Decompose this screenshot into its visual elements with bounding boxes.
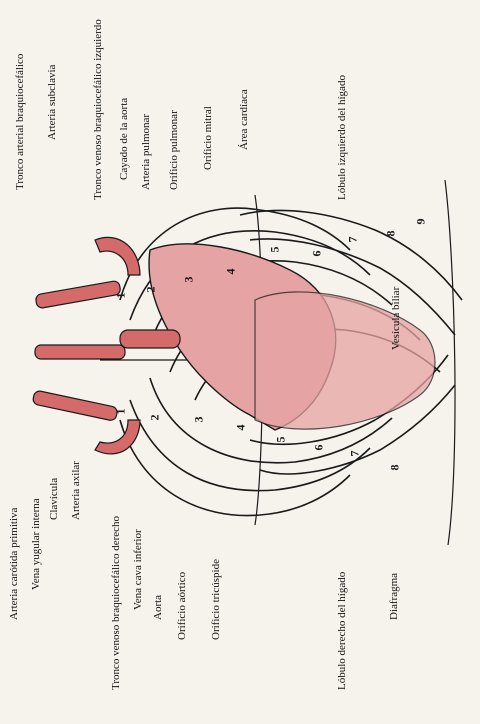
rib-number-upper-7: 7	[346, 237, 361, 243]
rib-number-lower-5: 5	[274, 437, 289, 443]
label-lobulo-izquierdo-higado: Lóbulo izquierdo del hígado	[336, 75, 348, 200]
label-tronco-arterial-braquiocefalico: Tronco arterial braquiocefálico	[14, 54, 26, 190]
costal-margin	[445, 180, 455, 545]
vessel	[35, 280, 121, 309]
vessel	[32, 390, 118, 421]
label-arteria-carotida-primitiva: Arteria carótida primitiva	[8, 508, 20, 620]
rib-number-upper-5: 5	[268, 247, 283, 253]
rib-number-lower-3: 3	[192, 417, 207, 423]
rib-number-lower-4: 4	[234, 425, 249, 431]
rib-number-lower-7: 7	[348, 451, 363, 457]
label-arteria-axilar: Arteria axilar	[70, 461, 82, 520]
label-diafragma: Diafragma	[388, 573, 400, 620]
label-orificio-aortico: Orificio aórtico	[176, 572, 188, 640]
label-orificio-mitral: Orificio mitral	[202, 106, 214, 170]
rib-number-upper-3: 3	[182, 277, 197, 283]
aorta-vessel	[120, 330, 180, 348]
rib-number-upper-1: 1	[114, 293, 129, 299]
vessel	[95, 237, 140, 275]
label-vena-cava-inferior: Vena cava inferior	[132, 529, 144, 610]
label-tronco-venoso-izquierdo: Tronco venoso braquiocefálico izquierdo	[92, 19, 104, 200]
rib-number-lower-6: 6	[312, 445, 327, 451]
rib-number-upper-6: 6	[310, 251, 325, 257]
rib-number-upper-2: 2	[144, 287, 159, 293]
liver	[255, 292, 435, 429]
rib-number-lower-8: 8	[388, 465, 403, 471]
rib-number-upper-9: 9	[414, 219, 429, 225]
rib-number-lower-2: 2	[148, 415, 163, 421]
vessel	[35, 345, 125, 359]
rib-number-lower-1: 1	[114, 409, 129, 415]
label-lobulo-derecho-higado: Lóbulo derecho del hígado	[336, 572, 348, 690]
label-area-cardiaca: Área cardíaca	[238, 89, 250, 150]
label-clavicula: Clavícula	[48, 478, 60, 520]
label-arteria-subclavia: Arteria subclavia	[46, 65, 58, 140]
label-vena-yugular-interna: Vena yugular interna	[30, 498, 42, 590]
label-tronco-venoso-derecho: Tronco venoso braquiocefálico derecho	[110, 516, 122, 690]
label-arteria-pulmonar: Arteria pulmonar	[140, 114, 152, 190]
label-cayado-aorta: Cayado de la aorta	[118, 98, 130, 180]
label-orificio-tricuspide: Orificio tricúspide	[210, 559, 222, 640]
label-orificio-pulmonar: Orificio pulmonar	[168, 110, 180, 190]
label-aorta: Aorta	[152, 595, 164, 620]
rib-number-upper-4: 4	[224, 269, 239, 275]
rib	[120, 420, 350, 516]
rib-number-upper-8: 8	[384, 231, 399, 237]
vessel	[95, 420, 140, 454]
label-vesicula-biliar: Vesícula biliar	[390, 287, 402, 350]
